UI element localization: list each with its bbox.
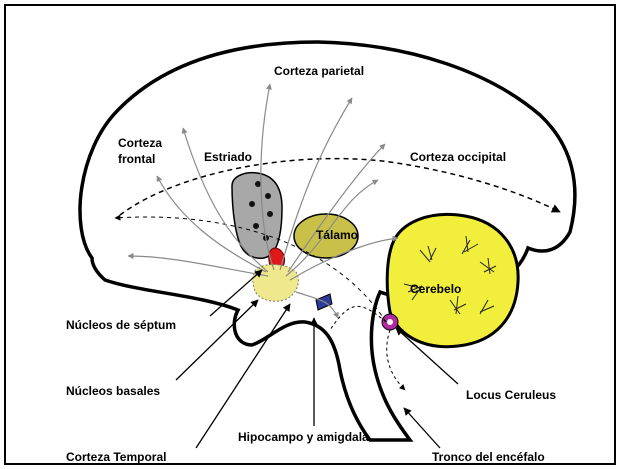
- cerebellum-shape: [385, 213, 520, 349]
- pointer-arrows: [175, 269, 459, 449]
- thalamus-shape: [293, 213, 359, 259]
- arrow-tronco: [403, 407, 441, 449]
- dashed-pathway-4: [386, 329, 406, 391]
- dashed-pathway: [119, 157, 561, 216]
- septum-blob: [252, 264, 299, 302]
- label-corteza-parietal: Corteza parietal: [274, 64, 365, 78]
- label-nucleos-septum: Núcleos de séptum: [66, 318, 177, 332]
- label-cerebelo: Cerebelo: [410, 282, 462, 296]
- locus-ceruleus-core: [387, 319, 393, 325]
- label-corteza-occipital: Corteza occipital: [410, 150, 507, 164]
- arrow-temporal: [195, 303, 291, 449]
- projection-arrows: [127, 83, 399, 319]
- cerebellum-folia: [403, 235, 497, 315]
- dashed-pathway-2: [114, 214, 387, 323]
- label-corteza-frontal-2: frontal: [118, 152, 156, 166]
- label-corteza-temporal: Corteza Temporal: [66, 450, 167, 464]
- label-locus-ceruleus: Locus Ceruleus: [466, 388, 557, 402]
- label-hipocampo-amigdala: Hipocampo y amigdala: [238, 430, 369, 444]
- striatum-dots: [249, 181, 273, 241]
- dashed-pathway-3: [329, 305, 387, 331]
- label-tronco-encefalo: Tronco del encéfalo: [432, 450, 545, 464]
- arrow-locus: [395, 327, 459, 385]
- label-talamo: Tálamo: [316, 228, 359, 242]
- label-nucleos-basales: Núcleos basales: [66, 384, 161, 398]
- arrow-basales: [175, 299, 259, 381]
- arrow-septum: [209, 269, 263, 317]
- label-estriado: Estriado: [204, 150, 253, 164]
- label-corteza-frontal-1: Corteza: [118, 136, 163, 150]
